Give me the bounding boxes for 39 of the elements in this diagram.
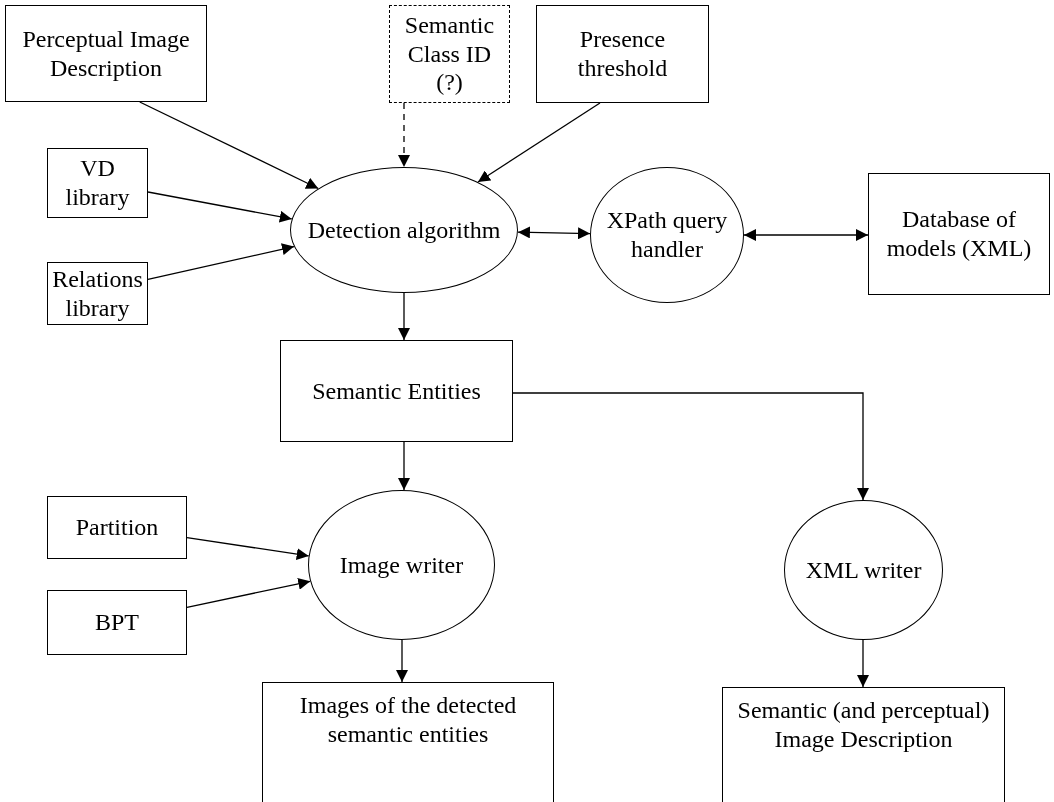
arrow [398,102,410,168]
arrow [477,102,601,183]
input-box [47,590,187,655]
arrow [398,292,410,341]
node-label: Image writer [339,550,464,580]
node-label: Relations library [52,264,143,323]
node-label: Presence threshold [576,25,669,83]
node-label: Partition [75,513,159,542]
node-label: Perceptual Image Description [21,24,191,83]
node-label: BPT [95,608,139,637]
output-box [722,687,1005,802]
node-label: Images of the detected semantic entities [298,691,518,749]
arrow [147,191,293,223]
arrow [743,229,869,241]
arrow [517,226,591,240]
node-label: Database of models (XML) [885,205,1033,263]
node-label: VD library [64,154,131,212]
output-box [262,682,554,802]
arrow [139,101,319,190]
arrow [396,639,408,683]
arrow [147,243,295,280]
database-box [868,173,1050,295]
data-box [280,340,513,442]
arrow [857,639,869,688]
node-label: XML writer [805,555,922,585]
arrow [512,392,869,501]
arrow [186,536,310,561]
node-label: Semantic Entities [312,376,481,406]
optional-input-box [389,5,510,103]
input-box [5,5,207,102]
arrow [398,441,410,491]
arrow [186,577,311,608]
input-box [47,496,187,559]
library-box [47,148,148,218]
node-label: XPath query handler [605,206,729,264]
node-label: Detection algorithm [307,215,501,245]
input-box [536,5,709,103]
node-label: Semantic (and perceptual) Image Description [736,696,991,754]
node-label: Semantic Class ID (?) [403,10,496,98]
